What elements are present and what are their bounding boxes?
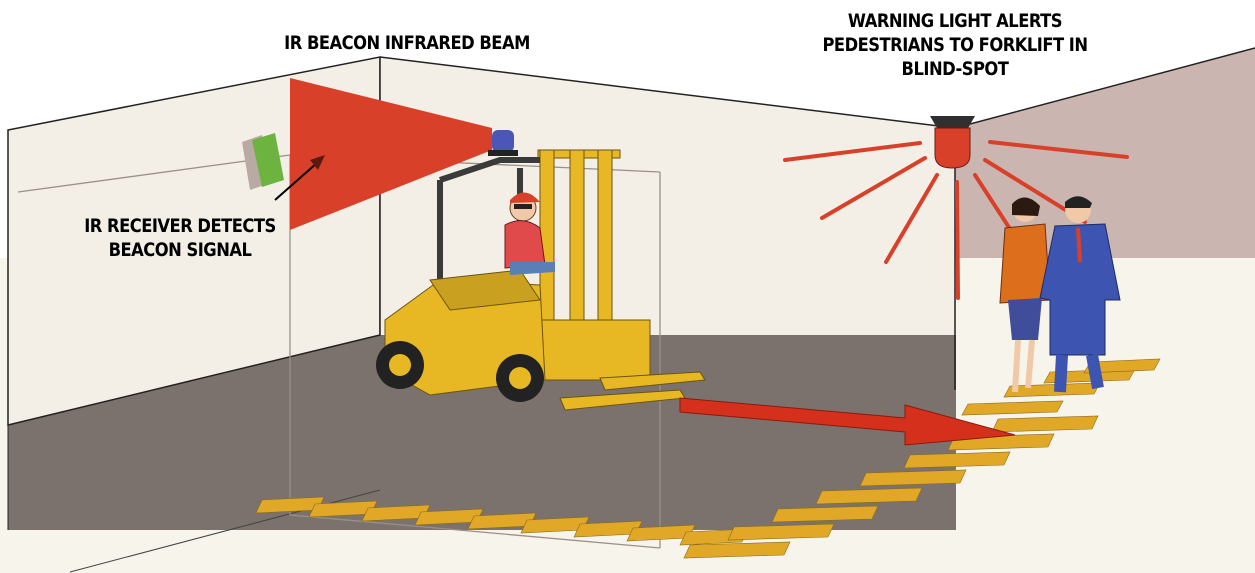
warning-label-line-2: PEDESTRIANS TO FORKLIFT IN [822,33,1089,57]
beam-label-text: IR BEACON INFRARED BEAM [282,31,531,55]
receiver-label-line-1: IR RECEIVER DETECTS [73,214,288,238]
warning-label-line-1: WARNING LIGHT ALERTS [822,9,1089,33]
beam-label: IR BEACON INFRARED BEAM [282,31,531,55]
warning-label-line-3: BLIND-SPOT [822,57,1089,81]
receiver-label: IR RECEIVER DETECTS BEACON SIGNAL [73,214,288,262]
receiver-label-line-2: BEACON SIGNAL [73,238,288,262]
warning-label: WARNING LIGHT ALERTS PEDESTRIANS TO FORK… [822,9,1089,81]
